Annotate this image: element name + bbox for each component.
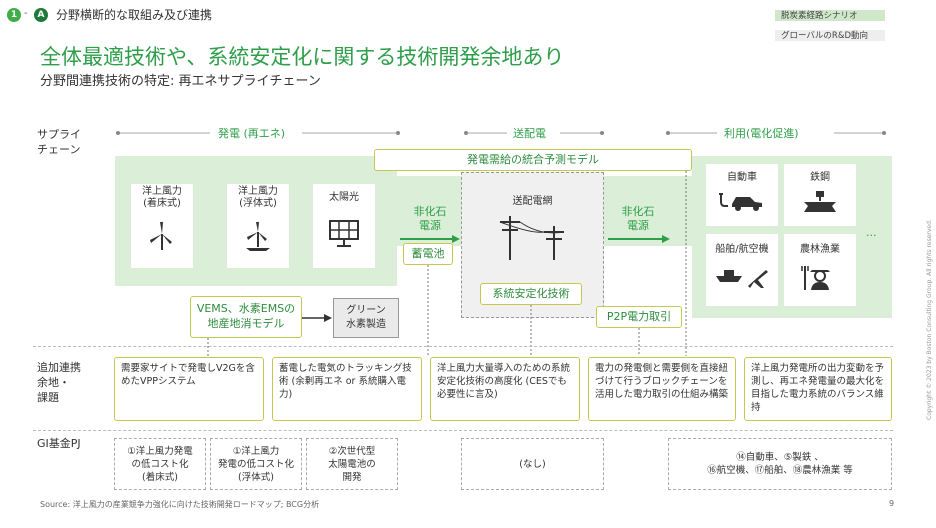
usage-item-ship-plane: 船舶/航空機 [706, 234, 778, 306]
stage-brackets [116, 131, 886, 135]
ship-plane-icon [716, 270, 768, 288]
stage-generation: 発電 (再エネ) [218, 127, 286, 140]
usage-item-car: 自動車 [706, 164, 778, 226]
usage-item-label: 自動車 [727, 172, 757, 183]
left-arrow [400, 235, 460, 243]
stage-transmission: 送配電 [513, 127, 546, 140]
right-arrow-band [604, 176, 694, 246]
legend-item: 脱炭素経路シナリオ [775, 9, 885, 21]
grid-label: 送配電網 [512, 196, 553, 207]
gi-item: ①洋上風力 発電の低コスト化 (浮体式) [210, 438, 302, 490]
step-letter-badge: A [34, 8, 48, 22]
right-arrow [608, 235, 670, 243]
row-label-additional: 追加連携 余地・ 課題 [37, 361, 81, 404]
row-label-supply-chain: サプライ チェーン [37, 128, 81, 156]
legend-label: 脱炭素経路シナリオ [781, 11, 858, 21]
green-h2-box: グリーン 水素製造 [333, 298, 399, 338]
usage-item-label: 鉄鋼 [810, 172, 830, 183]
vems-box: VEMS、水素EMSの 地産地消モデル [190, 296, 302, 338]
page-number: 9 [889, 499, 895, 508]
power-pole-icon [499, 216, 565, 260]
page-subtitle: 分野間連携技術の特定: 再エネサプライチェーン [40, 74, 321, 89]
page-title: 全体最適技術や、系統安定化に関する技術開発余地あり [40, 45, 565, 69]
solar-panel-icon [329, 220, 359, 247]
bracket-dot [464, 131, 468, 135]
gen-item-fixed-wind: 洋上風力 (着床式) [131, 184, 193, 268]
legend-swatch [775, 29, 885, 41]
legend-swatch [775, 9, 885, 21]
usage-item-steel: 鉄鋼 [784, 164, 856, 226]
step-number-badge: 1 [7, 8, 21, 22]
gen-item-floating-wind: 洋上風力 (浮体式) [227, 184, 289, 268]
usage-item-label: 農林漁業 [800, 244, 840, 255]
legend-label: グローバルのR&D動向 [781, 31, 868, 41]
p2p-box: P2P電力取引 [596, 306, 682, 328]
car-icon [719, 193, 762, 211]
vems-to-h2-arrow [302, 314, 332, 322]
farmer-icon [801, 266, 830, 290]
separator [33, 430, 893, 431]
step-number: 1 [10, 10, 18, 20]
right-arrow-label: 非化石 電源 [621, 205, 655, 232]
additional-item: 洋上風力大量導入のための系統安定化技術の高度化 (CESでも必要性に言及) [430, 357, 580, 421]
separator [33, 346, 893, 347]
bracket-dot [882, 131, 886, 135]
gi-item: ①洋上風力発電 の低コスト化 (着床式) [114, 438, 206, 490]
bracket-dot [396, 131, 400, 135]
gi-item: ②次世代型 太陽電池の 開発 [306, 438, 398, 490]
bracket-dot [600, 131, 604, 135]
additional-item: 需要家サイトで発電しV2Gを含めたVPPシステム [114, 357, 264, 421]
grid-stability-box: 系統安定化技術 [480, 283, 582, 305]
bracket-dot [116, 131, 120, 135]
additional-item: 蓄電した電気のトラッキング技術 (余剰再エネ or 系統購入電力) [272, 357, 422, 421]
wind-turbine-icon [150, 222, 172, 250]
source-note: Source: 洋上風力の産業競争力強化に向けた技術開発ロードマップ; BCG分… [40, 500, 320, 509]
floating-wind-icon [246, 222, 270, 251]
copyright-text: Copyright © 2023 by Boston Consulting Gr… [926, 219, 933, 420]
section-title: 分野横断的な取組み及び連携 [56, 8, 213, 22]
step-letter: A [37, 10, 45, 20]
usage-item-farmer: 農林漁業 [784, 234, 856, 306]
gi-item: ⑭自動車、⑤製鉄 、 ⑯航空機、⑰船舶、⑱農林漁業 等 [668, 438, 892, 490]
usage-more: ... [866, 226, 877, 239]
stage-usage: 利用(電化促進) [724, 127, 799, 140]
legend-item: グローバルのR&D動向 [775, 29, 885, 41]
gi-item: (なし) [461, 438, 604, 490]
additional-item: 洋上風力発電所の出力変動を予測し、再エネ発電量の最大化を目指した電力系統のバラン… [744, 357, 892, 421]
forecast-model-box: 発電需給の統合予測モデル [374, 149, 692, 171]
row-label-gi: GI基金PJ [37, 437, 81, 450]
battery-box: 蓄電池 [403, 243, 453, 265]
gen-item-label: 太陽光 [329, 192, 359, 203]
gen-item-label: 洋上風力 (浮体式) [238, 186, 278, 209]
legend: 脱炭素経路シナリオ グローバルのR&D動向 [775, 9, 885, 41]
steel-icon [804, 191, 836, 212]
usage-item-label: 船舶/航空機 [715, 244, 769, 255]
gen-item-solar: 太陽光 [313, 184, 375, 268]
gen-item-label: 洋上風力 (着床式) [142, 186, 182, 209]
left-arrow-band [397, 176, 461, 246]
additional-item: 電力の発電側と需要側を直接紐づけて行うブロックチェーンを活用した電力取引の仕組み… [588, 357, 736, 421]
bracket-dot [666, 131, 670, 135]
left-arrow-label: 非化石 電源 [413, 205, 447, 232]
step-separator: - [24, 8, 28, 19]
